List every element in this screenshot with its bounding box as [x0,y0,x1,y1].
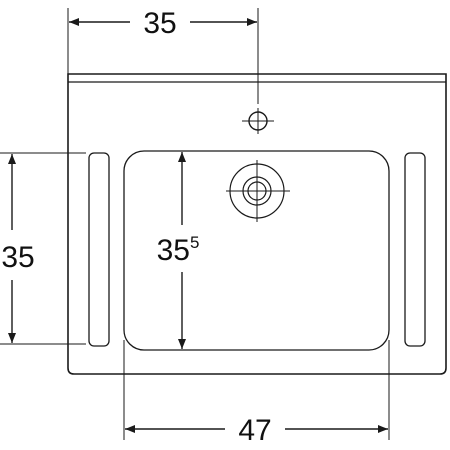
tap-hole [242,108,274,134]
dim-label-width: 47 [238,414,271,447]
inner-bowl [123,150,390,351]
left-handle-slot [88,152,110,347]
drain [226,160,290,222]
basin-outline [67,73,447,375]
dim-label-bowl-depth-sup: 5 [190,233,199,252]
dim-label-bowl-depth-main: 35 [157,234,190,267]
right-handle-slot [404,152,426,347]
dim-label-depth: 35 [1,241,34,274]
dim-label-bowl-depth: 355 [157,233,200,267]
dim-label-tap-offset: 35 [143,7,176,40]
